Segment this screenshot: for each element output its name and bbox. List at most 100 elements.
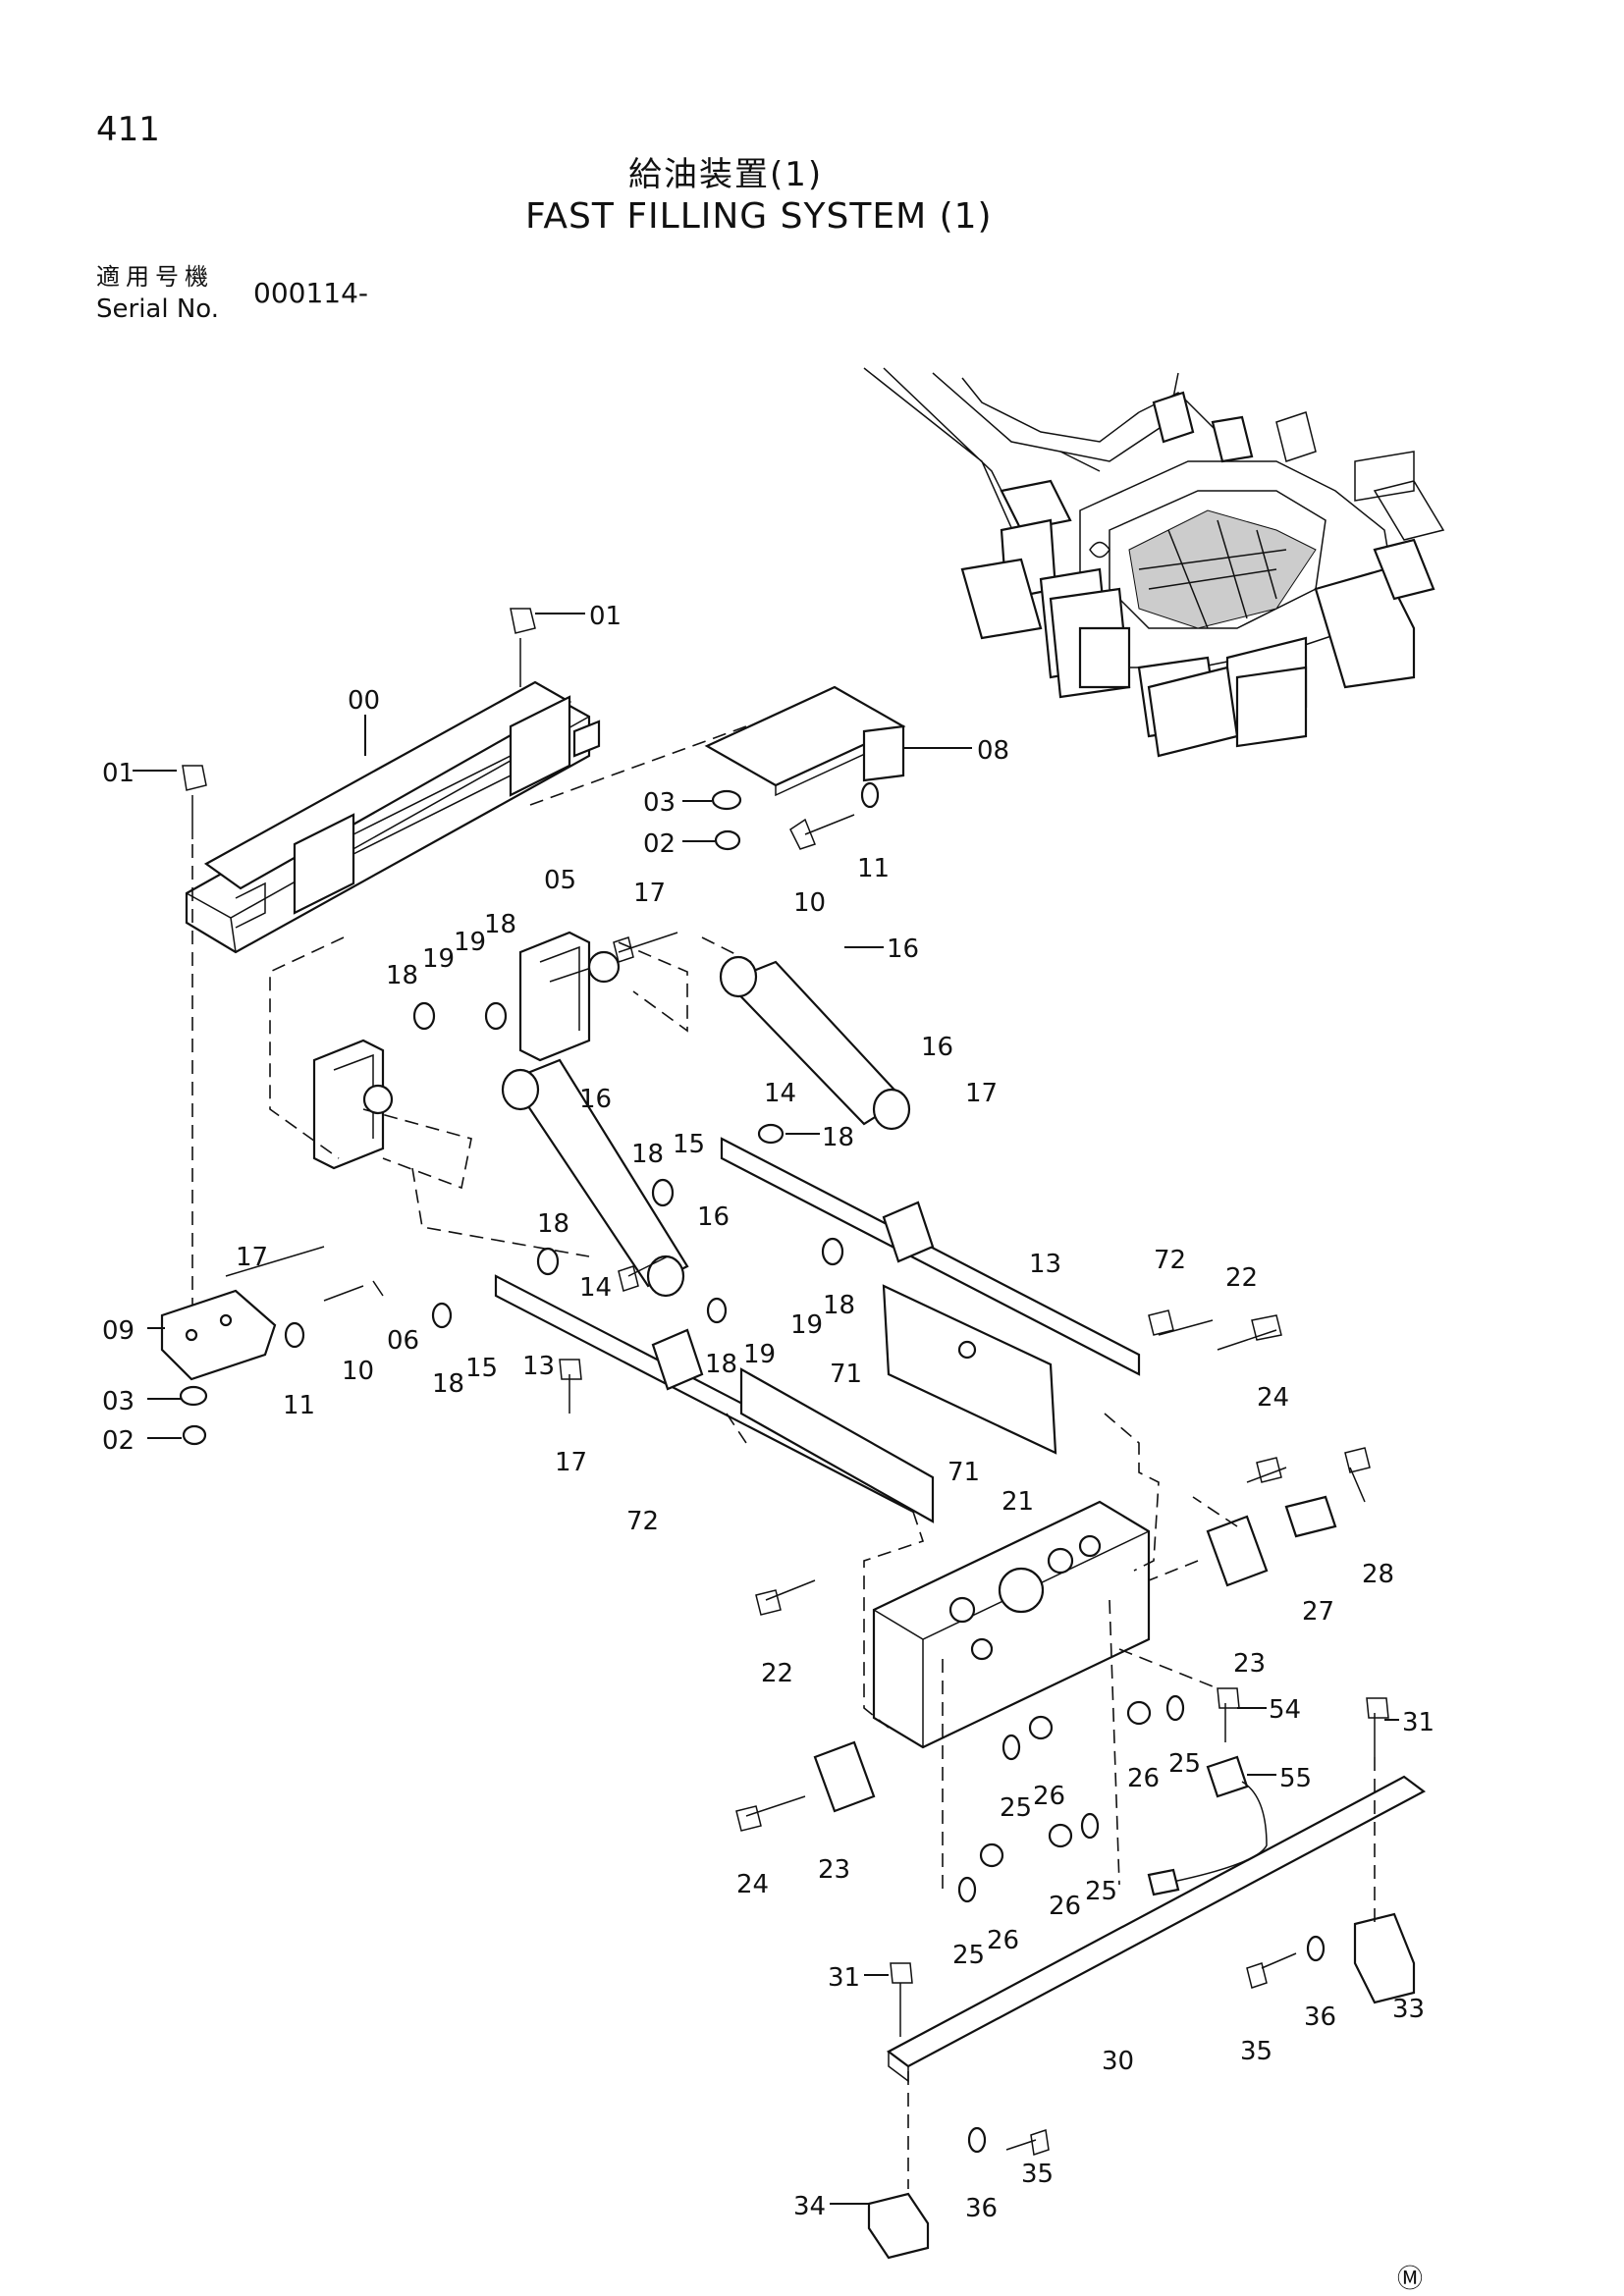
- bracket-34: [867, 2192, 930, 2260]
- callout-10: 10: [793, 888, 826, 918]
- manifold-block-21: [872, 1500, 1151, 1749]
- callout-15: 15: [465, 1354, 498, 1383]
- bracket-23-lower: [813, 1740, 876, 1813]
- callout-25: 25: [952, 1941, 985, 1970]
- bracket-27: [1284, 1495, 1337, 1538]
- plate-08: [704, 685, 906, 797]
- callout-24: 24: [736, 1870, 769, 1899]
- callout-01: 01: [102, 759, 135, 788]
- callout-17: 17: [633, 879, 666, 908]
- callout-13: 13: [1029, 1250, 1061, 1279]
- callout-18: 18: [823, 1291, 855, 1320]
- callout-26: 26: [1127, 1764, 1160, 1793]
- callout-18: 18: [822, 1123, 854, 1152]
- washers-and-nuts: [179, 781, 1326, 2154]
- callout-01: 01: [589, 602, 622, 631]
- callout-71: 71: [830, 1360, 862, 1389]
- manufacturer-mark: Ⓜ: [1397, 2265, 1423, 2294]
- callout-14: 14: [764, 1079, 796, 1108]
- callout-25: 25: [1085, 1877, 1117, 1906]
- callout-26: 26: [987, 1926, 1019, 1955]
- callout-36: 36: [1304, 2002, 1336, 2032]
- callout-03: 03: [643, 788, 676, 818]
- callout-18: 18: [631, 1140, 664, 1169]
- callout-72: 72: [626, 1507, 659, 1536]
- callout-10: 10: [342, 1357, 374, 1386]
- callout-31: 31: [1402, 1708, 1435, 1737]
- callout-27: 27: [1302, 1597, 1334, 1627]
- callout-11: 11: [283, 1391, 315, 1420]
- callout-35: 35: [1240, 2037, 1272, 2066]
- cover-plate-71: [882, 1284, 1057, 1455]
- bracket-05: [518, 931, 621, 1062]
- callout-19: 19: [422, 944, 455, 974]
- callout-17: 17: [965, 1079, 998, 1108]
- callout-14: 14: [579, 1273, 612, 1303]
- serial-label-japanese: 適用号機: [96, 263, 214, 291]
- callout-22: 22: [761, 1659, 793, 1688]
- callout-labels: 01 00 01 08 03 02 10 11 05 17 16 18 19 1…: [102, 602, 1435, 2223]
- bracket-23-upper: [1206, 1515, 1269, 1587]
- callout-18: 18: [432, 1369, 464, 1399]
- callout-09: 09: [102, 1316, 135, 1346]
- callout-35: 35: [1021, 2160, 1054, 2189]
- callout-16: 16: [921, 1033, 953, 1062]
- arm-13-upper: [720, 1137, 1141, 1376]
- sensor-55: [1147, 1755, 1268, 1896]
- callout-30: 30: [1102, 2047, 1134, 2076]
- callout-24: 24: [1257, 1383, 1289, 1413]
- callout-19: 19: [790, 1310, 823, 1340]
- callout-36: 36: [965, 2194, 998, 2223]
- callout-71: 71: [947, 1458, 980, 1487]
- callout-33: 33: [1392, 1995, 1425, 2024]
- machine-frame-inset: [863, 367, 1445, 758]
- callout-15: 15: [673, 1130, 705, 1159]
- page-title-japanese: 給油装置(1): [628, 155, 824, 194]
- callout-02: 02: [643, 829, 676, 859]
- assembly-lines: [191, 725, 1376, 2189]
- callout-16: 16: [579, 1085, 612, 1114]
- bolts: [182, 608, 1389, 2156]
- callout-18: 18: [386, 961, 418, 990]
- callout-08: 08: [977, 736, 1009, 766]
- callout-19: 19: [454, 928, 486, 957]
- callout-03: 03: [102, 1387, 135, 1416]
- callout-26: 26: [1033, 1782, 1065, 1811]
- callout-21: 21: [1001, 1487, 1034, 1517]
- callout-22: 22: [1225, 1263, 1258, 1293]
- bar-30: [886, 1775, 1427, 2083]
- callout-34: 34: [793, 2192, 826, 2221]
- callout-06: 06: [387, 1326, 419, 1356]
- page-number: 411: [96, 110, 160, 149]
- callout-23: 23: [1233, 1649, 1266, 1679]
- bracket-09: [160, 1289, 277, 1381]
- callout-26: 26: [1049, 1892, 1081, 1921]
- arm-13-lower: [494, 1274, 935, 1523]
- leader-lines: [133, 613, 1399, 2205]
- callout-25: 25: [1000, 1793, 1032, 1823]
- callout-13: 13: [522, 1352, 555, 1381]
- callout-28: 28: [1362, 1560, 1394, 1589]
- bracket-00: [185, 680, 601, 954]
- callout-05: 05: [544, 866, 576, 895]
- callout-17: 17: [555, 1448, 587, 1477]
- cylinder-14-upper: [719, 955, 911, 1131]
- callout-19: 19: [743, 1340, 776, 1369]
- page-title: FAST FILLING SYSTEM (1): [525, 196, 993, 237]
- callout-11: 11: [857, 854, 890, 883]
- callout-72: 72: [1154, 1246, 1186, 1275]
- callout-25: 25: [1168, 1749, 1201, 1779]
- callout-17: 17: [236, 1243, 268, 1272]
- callout-23: 23: [818, 1855, 850, 1885]
- callout-18: 18: [484, 910, 516, 939]
- serial-number-value: 000114-: [253, 277, 368, 309]
- bracket-lower: [312, 1039, 394, 1170]
- serial-label: Serial No.: [96, 294, 219, 324]
- callout-16: 16: [887, 934, 919, 964]
- callout-18: 18: [705, 1350, 737, 1379]
- callout-54: 54: [1269, 1695, 1301, 1725]
- callout-16: 16: [697, 1202, 730, 1232]
- callout-02: 02: [102, 1426, 135, 1456]
- cylinder-14-lower: [501, 1058, 689, 1298]
